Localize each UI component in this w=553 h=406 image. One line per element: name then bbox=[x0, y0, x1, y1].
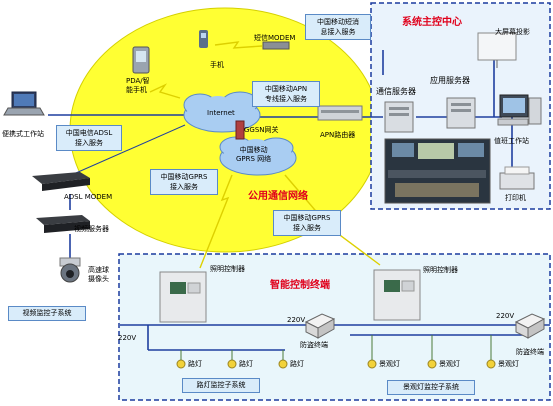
mobile-phone-label: 手机 bbox=[210, 61, 224, 69]
adsl-modem-icon bbox=[32, 172, 90, 191]
pda-icon bbox=[132, 46, 150, 74]
sms-service-box: 中国移动短消 息接入服务 bbox=[305, 14, 371, 40]
street-subsystem-tag: 路灯监控子系统 bbox=[182, 378, 260, 393]
video-server-icon bbox=[36, 215, 90, 233]
voltage-right-label: 220V bbox=[496, 312, 515, 320]
public-network-title: 公用通信网络 bbox=[248, 191, 308, 202]
voltage-mid-label: 220V bbox=[287, 316, 306, 324]
app-server-icon bbox=[446, 97, 476, 129]
apn-router-label: APN路由器 bbox=[320, 131, 356, 139]
ggsn-label: GGSN网关 bbox=[244, 126, 279, 134]
big-screen-label: 大屏幕投影 bbox=[495, 28, 530, 36]
ggsn-icon bbox=[235, 120, 245, 140]
scenic-lamp-label: 景观灯 bbox=[439, 360, 460, 368]
street-lamp-label: 路灯 bbox=[290, 360, 304, 368]
video-subsystem-tag: 视频监控子系统 bbox=[8, 306, 86, 321]
anti-theft-2-icon bbox=[514, 313, 546, 339]
anti-theft-1-icon bbox=[304, 313, 336, 339]
dome-camera-icon bbox=[59, 257, 81, 283]
duty-station-label: 值班工作站 bbox=[494, 137, 529, 145]
control-center-title: 系统主控中心 bbox=[402, 17, 462, 28]
apn-router-icon bbox=[317, 105, 363, 121]
lighting-controller-1-label: 照明控制器 bbox=[210, 265, 245, 273]
big-screen-icon bbox=[477, 32, 517, 68]
scenic-lamp-label: 景观灯 bbox=[498, 360, 519, 368]
scenic-lamp-icons bbox=[367, 359, 496, 369]
sms-modem-label: 短信MODEM bbox=[254, 34, 296, 42]
internet-label: Internet bbox=[207, 109, 235, 117]
duty-station-icon bbox=[497, 94, 542, 126]
gprs-left-service-box: 中国移动GPRS 接入服务 bbox=[150, 169, 218, 195]
lamp-wires bbox=[180, 335, 492, 360]
sms-modem-icon bbox=[262, 41, 290, 50]
gprs-cloud bbox=[219, 136, 297, 176]
lighting-controller-2-icon bbox=[373, 269, 421, 321]
control-room-photo bbox=[384, 138, 491, 204]
street-lamp-label: 路灯 bbox=[239, 360, 253, 368]
terminal-area-title: 智能控制终端 bbox=[270, 280, 330, 291]
lighting-controller-2-label: 照明控制器 bbox=[423, 266, 458, 274]
mobile-phone-icon bbox=[199, 30, 208, 48]
gprs-right-service-box: 中国移动GPRS 接入服务 bbox=[273, 210, 341, 236]
comm-server-icon bbox=[384, 101, 414, 133]
video-server-label: 视频服务器 bbox=[74, 225, 109, 233]
printer-label: 打印机 bbox=[505, 194, 526, 202]
adsl-modem-label: ADSL MODEM bbox=[64, 193, 113, 201]
anti-theft-2-label: 防盗终端 bbox=[516, 348, 544, 356]
scenic-subsystem-tag: 景观灯监控子系统 bbox=[387, 380, 475, 395]
app-server-label: 应用服务器 bbox=[430, 76, 470, 85]
adsl-service-box: 中国电信ADSL 接入服务 bbox=[56, 125, 122, 151]
gprs-cloud-label: 中国移动 GPRS 网络 bbox=[236, 146, 272, 163]
street-lamp-label: 路灯 bbox=[188, 360, 202, 368]
comm-server-label: 通信服务器 bbox=[376, 87, 416, 96]
anti-theft-1-label: 防盗终端 bbox=[300, 341, 328, 349]
printer-icon bbox=[499, 166, 535, 190]
apn-service-box: 中国移动APN 专线接入服务 bbox=[252, 81, 320, 107]
laptop-icon bbox=[3, 91, 45, 116]
voltage-left-label: 220V bbox=[118, 334, 137, 342]
dome-camera-label: 高速球 摄像头 bbox=[88, 266, 109, 283]
street-lamp-icons bbox=[176, 359, 288, 369]
laptop-label: 便携式工作站 bbox=[2, 130, 44, 138]
scenic-lamp-label: 景观灯 bbox=[379, 360, 400, 368]
pda-label: PDA/智 能手机 bbox=[126, 77, 150, 94]
lighting-controller-1-icon bbox=[159, 271, 207, 323]
